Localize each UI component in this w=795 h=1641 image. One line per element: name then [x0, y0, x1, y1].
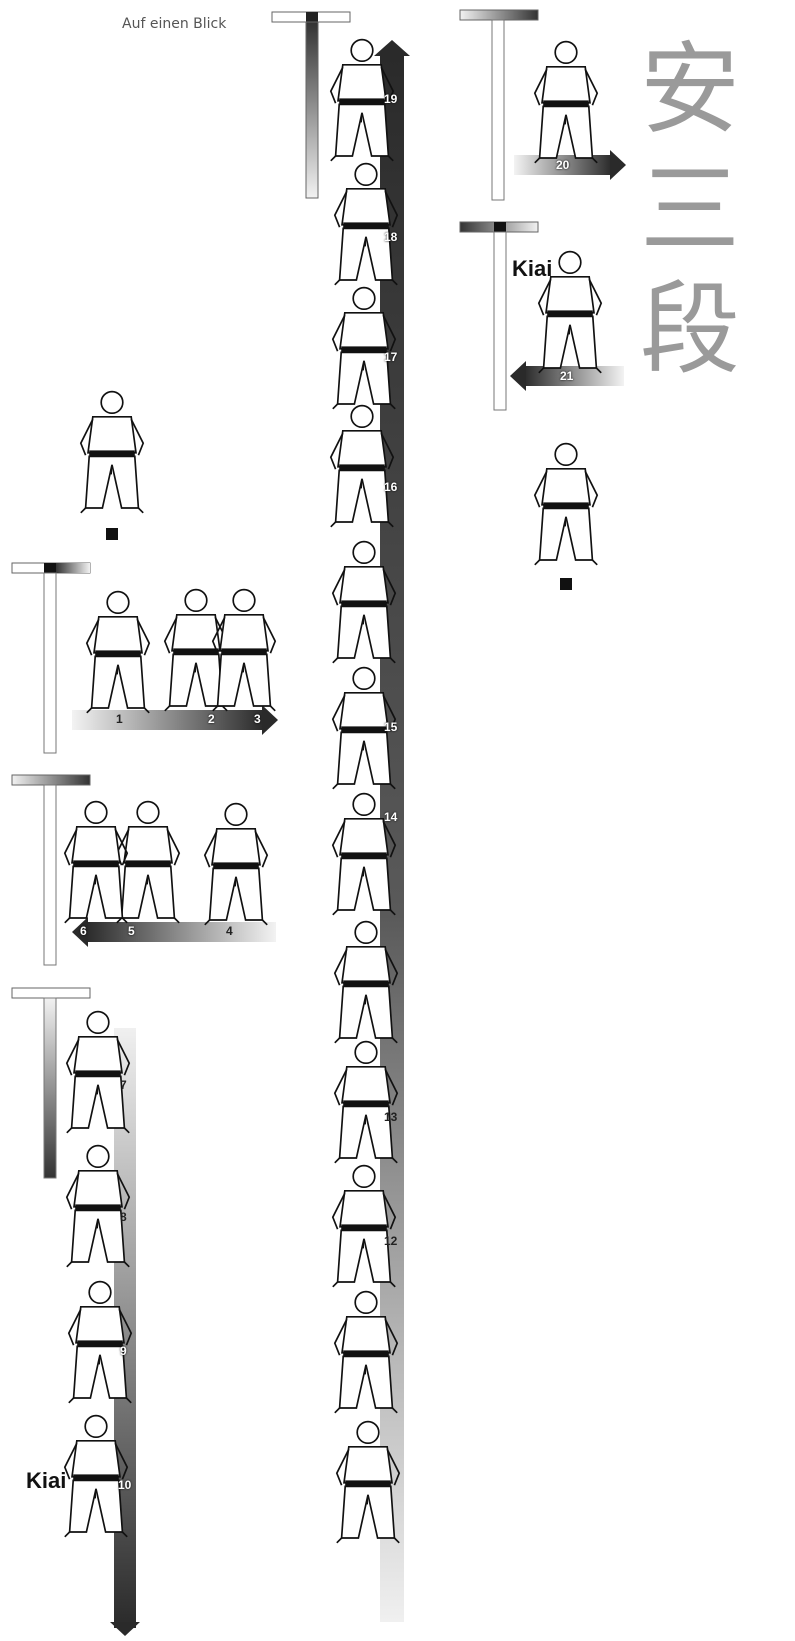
step-number-16: 16 — [384, 480, 397, 494]
figure-3 — [213, 590, 275, 711]
end-marker — [560, 578, 572, 590]
kiai-label-10: Kiai — [26, 1468, 66, 1494]
figure-6 — [65, 802, 127, 923]
kanji-dan: 段 — [640, 280, 740, 380]
arrow-1-3 — [72, 705, 278, 735]
page-title: Auf einen Blick — [122, 16, 226, 32]
arrow-20 — [514, 150, 626, 180]
step-number-2: 2 — [208, 712, 215, 726]
figure-start — [81, 392, 143, 513]
arrow-4-6 — [72, 917, 276, 947]
step-number-20: 20 — [556, 158, 569, 172]
step-number-21: 21 — [560, 369, 573, 383]
figure-end — [535, 444, 597, 565]
step-number-14: 14 — [384, 810, 397, 824]
step-number-6: 6 — [80, 924, 87, 938]
figure-4 — [205, 804, 267, 925]
step-number-10: 10 — [118, 1478, 131, 1492]
step-number-12: 12 — [384, 1234, 397, 1248]
step-number-15: 15 — [384, 720, 397, 734]
kanji-an: 安 — [640, 40, 740, 140]
step-number-1: 1 — [116, 712, 123, 726]
step-number-8: 8 — [120, 1210, 127, 1224]
step-number-5: 5 — [128, 924, 135, 938]
kanji-san: 三 — [640, 160, 740, 260]
kiai-label-21: Kiai — [512, 256, 552, 282]
step-number-17: 17 — [384, 350, 397, 364]
step-number-19: 19 — [384, 92, 397, 106]
figure-5 — [117, 802, 179, 923]
step-number-13: 13 — [384, 1110, 397, 1124]
step-number-18: 18 — [384, 230, 397, 244]
step-number-4: 4 — [226, 924, 233, 938]
step-number-3: 3 — [254, 712, 261, 726]
direction-marker-top — [272, 12, 350, 198]
figure-1 — [87, 592, 149, 713]
step-number-7: 7 — [120, 1078, 127, 1092]
start-marker — [106, 528, 118, 540]
figure-20 — [535, 42, 597, 163]
step-number-9: 9 — [120, 1344, 127, 1358]
